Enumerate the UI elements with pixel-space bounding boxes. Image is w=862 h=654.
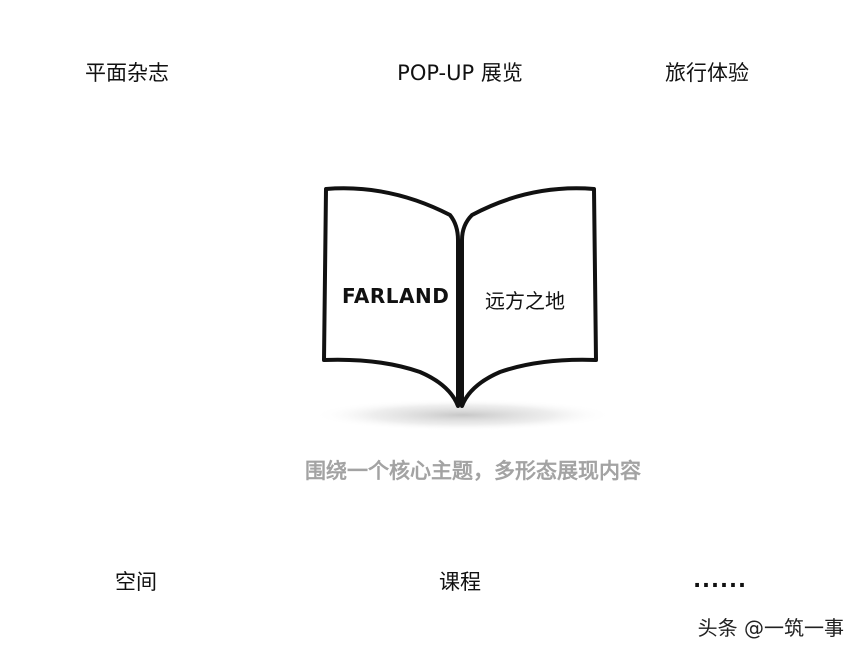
- label-space: 空间: [115, 570, 157, 594]
- watermark: 头条 @一筑一事: [697, 616, 844, 640]
- label-travel-experience: 旅行体验: [665, 61, 749, 85]
- label-magazine: 平面杂志: [85, 61, 169, 85]
- label-popup-exhibition: POP-UP 展览: [397, 61, 523, 85]
- label-more: ......: [693, 568, 747, 592]
- label-course: 课程: [439, 570, 481, 594]
- book-title-chinese: 远方之地: [485, 289, 565, 313]
- open-book-illustration: [300, 170, 630, 440]
- book-icon: [313, 186, 613, 431]
- book-shadow: [313, 399, 613, 431]
- tagline: 围绕一个核心主题，多形态展现内容: [305, 459, 641, 483]
- book-title-farland: FARLAND: [342, 284, 450, 308]
